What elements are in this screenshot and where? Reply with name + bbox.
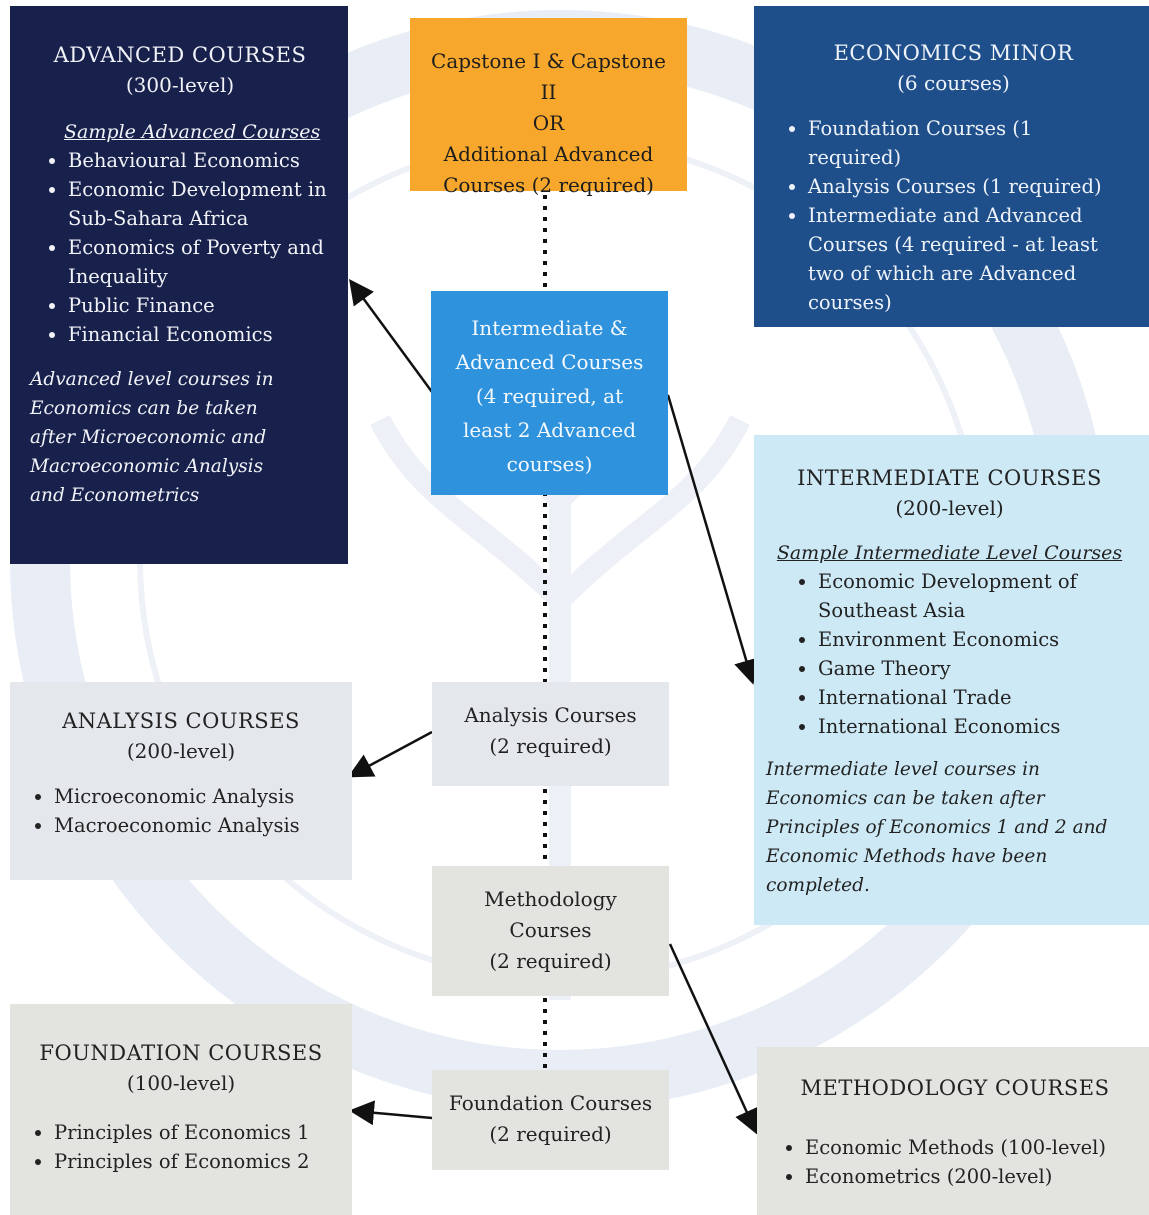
analysis-courses-box: ANALYSIS COURSES (200-level) Microeconom…	[10, 682, 352, 880]
foundation-courses-box: FOUNDATION COURSES (100-level) Principle…	[10, 1004, 352, 1215]
list-item: Behavioural Economics	[68, 146, 330, 175]
list-item: Principles of Economics 2	[54, 1147, 338, 1176]
foundation-node-line1: Foundation Courses	[448, 1091, 653, 1115]
list-item: Microeconomic Analysis	[54, 782, 338, 811]
capstone-line3: Additional Advanced Courses (2 required)	[443, 142, 654, 197]
methodology-node-line3: (2 required)	[489, 949, 612, 973]
methodology-node-line1: Methodology	[484, 887, 617, 911]
capstone-or: OR	[532, 111, 565, 135]
advanced-note: Advanced level courses in Economics can …	[30, 369, 274, 506]
list-item: Intermediate and Advanced Courses (4 req…	[808, 201, 1129, 317]
foundation-node-line2: (2 required)	[489, 1122, 612, 1146]
list-item: Environment Economics	[818, 625, 1133, 654]
foundation-list: Principles of Economics 1 Principles of …	[24, 1118, 338, 1176]
list-item: Economics of Poverty and Inequality	[68, 233, 330, 291]
list-item: International Economics	[818, 712, 1133, 741]
advanced-level: (300-level)	[125, 73, 235, 97]
methodology-node-line2: Courses	[509, 918, 592, 942]
list-item: Game Theory	[818, 654, 1133, 683]
capstone-line1: Capstone I & Capstone II	[431, 49, 666, 104]
analysis-node-line1: Analysis Courses	[464, 703, 637, 727]
intermediate-courses-box: INTERMEDIATE COURSES (200-level) Sample …	[754, 435, 1149, 925]
list-item: Foundation Courses (1 required)	[808, 114, 1129, 172]
minor-count: (6 courses)	[897, 71, 1010, 95]
advanced-list: Behavioural Economics Economic Developme…	[30, 146, 330, 349]
intermediate-advanced-node: Intermediate & Advanced Courses (4 requi…	[431, 291, 668, 495]
minor-title: ECONOMICS MINOR	[833, 41, 1074, 65]
methodology-courses-box: METHODOLOGY COURSES Economic Methods (10…	[757, 1047, 1149, 1215]
intermediate-sample-heading: Sample Intermediate Level Courses	[776, 542, 1123, 564]
intermediate-note: Intermediate level courses in Economics …	[766, 759, 1108, 896]
analysis-list: Microeconomic Analysis Macroeconomic Ana…	[24, 782, 338, 840]
list-item: Economic Methods (100-level)	[805, 1133, 1135, 1162]
intermediate-advanced-node-text: Intermediate & Advanced Courses (4 requi…	[455, 316, 644, 476]
list-item: Financial Economics	[68, 320, 330, 349]
list-item: Principles of Economics 1	[54, 1118, 338, 1147]
analysis-title: ANALYSIS COURSES	[62, 709, 300, 733]
economics-minor-box: ECONOMICS MINOR (6 courses) Foundation C…	[754, 6, 1149, 327]
list-item: Macroeconomic Analysis	[54, 811, 338, 840]
minor-list: Foundation Courses (1 required) Analysis…	[778, 114, 1129, 317]
methodology-node: Methodology Courses (2 required)	[432, 866, 669, 996]
advanced-title: ADVANCED COURSES	[53, 43, 307, 67]
list-item: Economic Development of Southeast Asia	[818, 567, 1133, 625]
list-item: Public Finance	[68, 291, 330, 320]
intermediate-title: INTERMEDIATE COURSES	[797, 466, 1102, 490]
list-item: Analysis Courses (1 required)	[808, 172, 1129, 201]
advanced-courses-box: ADVANCED COURSES (300-level) Sample Adva…	[10, 6, 348, 564]
foundation-level: (100-level)	[126, 1071, 236, 1095]
analysis-node-line2: (2 required)	[489, 734, 612, 758]
analysis-level: (200-level)	[126, 739, 236, 763]
methodology-title: METHODOLOGY COURSES	[800, 1076, 1110, 1100]
list-item: Econometrics (200-level)	[805, 1162, 1135, 1191]
analysis-node: Analysis Courses (2 required)	[432, 682, 669, 786]
list-item: International Trade	[818, 683, 1133, 712]
intermediate-level: (200-level)	[895, 496, 1004, 520]
foundation-title: FOUNDATION COURSES	[39, 1041, 323, 1065]
list-item: Economic Development in Sub-Sahara Afric…	[68, 175, 330, 233]
advanced-sample-heading: Sample Advanced Courses	[64, 121, 321, 143]
methodology-list: Economic Methods (100-level) Econometric…	[775, 1133, 1135, 1191]
foundation-node: Foundation Courses (2 required)	[432, 1070, 669, 1170]
capstone-box: Capstone I & Capstone II OR Additional A…	[410, 18, 687, 197]
intermediate-list: Economic Development of Southeast Asia E…	[766, 567, 1133, 741]
